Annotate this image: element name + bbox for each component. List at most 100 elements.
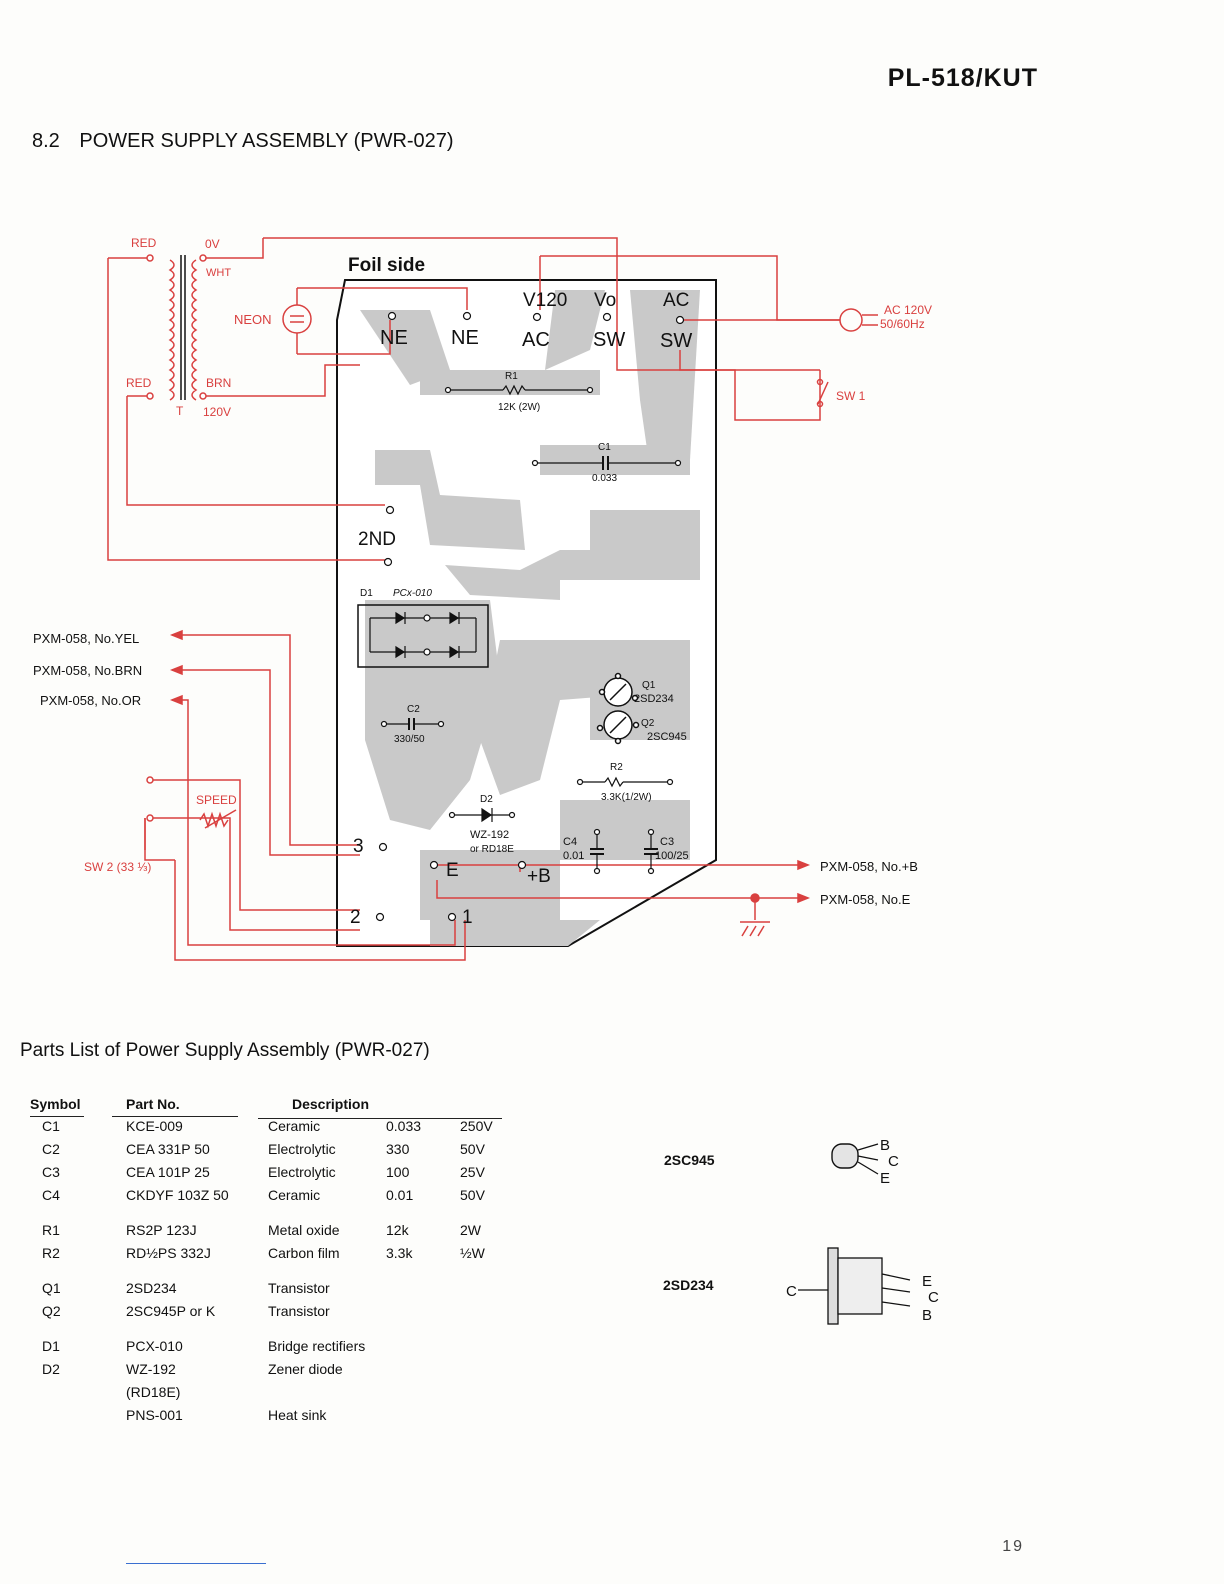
cell-v2	[460, 1278, 520, 1301]
cell-symbol: R1	[42, 1222, 60, 1238]
cell-v1	[386, 1336, 460, 1359]
cell-description: Zener diode	[268, 1361, 343, 1377]
c2-value: 330/50	[394, 734, 425, 745]
bottom-rule	[126, 1563, 266, 1564]
ac-in-line1: AC 120V	[884, 303, 932, 317]
sw2-label: SW 2 (33 ⅓)	[84, 860, 151, 874]
transformer-wht-label: WHT	[206, 267, 231, 279]
c3-capacitor-icon	[644, 828, 658, 875]
cell-part-no: 2SD234	[126, 1280, 177, 1296]
header-symbol: Symbol	[30, 1096, 81, 1112]
2sd234-pin-b: B	[922, 1307, 932, 1324]
q2-transistor-icon	[596, 710, 640, 745]
d1-part: PCx-010	[393, 588, 432, 599]
cell-description: Carbon film	[268, 1245, 340, 1261]
cell-v1	[386, 1382, 460, 1405]
cell-description: Ceramic	[268, 1118, 321, 1134]
2sc945-pin-e: E	[880, 1170, 890, 1187]
pcb-board	[336, 279, 717, 947]
terminal-v120: V120	[523, 290, 567, 311]
cell-symbol: C4	[42, 1187, 60, 1203]
pxm-b-label: PXM-058, No.+B	[820, 859, 918, 874]
d1-bridge-diodes-icon	[369, 611, 477, 659]
ac-in-line2: 50/60Hz	[880, 317, 925, 331]
d1-bridge-box	[357, 604, 489, 668]
terminal-pads	[375, 311, 685, 922]
c2-capacitor-icon	[380, 718, 445, 730]
2sc945-pin-b: B	[880, 1137, 890, 1154]
cell-symbol: D2	[42, 1361, 60, 1377]
terminal-ne1: NE	[380, 327, 408, 349]
transformer-red-top-label: RED	[131, 236, 157, 250]
cell-v1: 100	[386, 1164, 410, 1180]
cell-v2: 50V	[460, 1141, 485, 1157]
group-spacer	[28, 1266, 520, 1278]
power-supply-schematic: RED 0V WHT RED BRN T 120V NEON AC 120V 5…	[33, 236, 932, 961]
q2-part: 2SC945	[647, 731, 687, 743]
arrow-heads	[169, 629, 811, 904]
header-part-no: Part No.	[126, 1096, 180, 1112]
cell-v2	[460, 1336, 520, 1359]
label-2sd234: 2SD234	[663, 1277, 714, 1293]
cell-description: Bridge rectifiers	[268, 1338, 366, 1354]
ac-plug-icon	[839, 308, 878, 332]
speed-label: SPEED	[196, 793, 237, 807]
cell-symbol: C1	[42, 1118, 60, 1134]
terminal-vo: Vo	[594, 290, 616, 311]
cell-v1	[386, 1405, 460, 1428]
terminal-2: 2	[350, 907, 361, 928]
cell-v1: 330	[386, 1141, 410, 1157]
c4-name: C4	[563, 836, 577, 848]
cell-description: Electrolytic	[268, 1164, 336, 1180]
symbol-header-rule	[30, 1116, 84, 1117]
r2-value: 3.3K(1/2W)	[601, 792, 652, 803]
c2-name: C2	[407, 704, 420, 715]
description-header-rule	[258, 1118, 502, 1119]
cell-symbol: Q2	[42, 1303, 61, 1319]
cell-description: Transistor	[268, 1280, 330, 1296]
transformer	[146, 254, 207, 401]
2sd234-pin-c-left: C	[786, 1283, 797, 1300]
terminal-sw2: SW	[660, 330, 692, 352]
neon-lamp-icon	[282, 288, 312, 354]
transformer-t-label: T	[176, 404, 184, 418]
cell-symbol: R2	[42, 1245, 60, 1261]
cell-v2: ½W	[460, 1245, 485, 1261]
neon-label: NEON	[234, 312, 272, 327]
cell-v2	[460, 1359, 520, 1382]
c3-value: 100/25	[655, 850, 689, 862]
pxm-brn-label: PXM-058, No.BRN	[33, 663, 142, 678]
pxm-or-label: PXM-058, No.OR	[40, 693, 141, 708]
label-2sc945: 2SC945	[664, 1152, 715, 1168]
c4-capacitor-icon	[590, 828, 604, 875]
cell-v2: 25V	[460, 1164, 485, 1180]
2sd234-pinout-icon: C E C B	[786, 1247, 939, 1325]
wiring	[107, 237, 840, 961]
terminal-e: E	[446, 860, 459, 881]
sw2-switch-icon	[144, 776, 154, 850]
parts-list-title-text: Parts List of Power Supply Assembly	[20, 1040, 330, 1061]
cell-description	[268, 1382, 386, 1405]
c1-name: C1	[598, 442, 611, 453]
cell-description: Heat sink	[268, 1407, 327, 1423]
transformer-brn-label: BRN	[206, 376, 231, 390]
sw1-label: SW 1	[836, 389, 866, 403]
cell-part-no: 2SC945P or K	[126, 1303, 216, 1319]
d2-name: D2	[480, 794, 493, 805]
foil-side-label: Foil side	[348, 255, 425, 276]
cell-part-no: RS2P 123J	[126, 1222, 197, 1238]
q1-name: Q1	[642, 680, 656, 691]
speed-pot-icon	[199, 809, 237, 829]
cell-symbol: C2	[42, 1141, 60, 1157]
r2-name: R2	[610, 762, 623, 773]
c4-value: 0.01	[563, 850, 584, 862]
page-number: 19	[1002, 1538, 1024, 1555]
terminal-sw1: SW	[593, 329, 625, 351]
r1-value: 12K (2W)	[498, 402, 540, 413]
cell-part-no: KCE-009	[126, 1118, 183, 1134]
